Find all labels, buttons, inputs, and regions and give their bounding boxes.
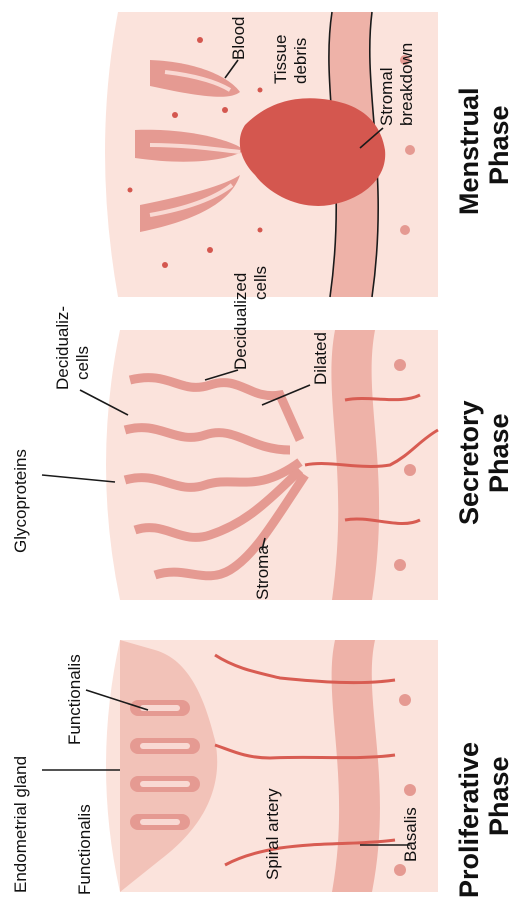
blood-dot xyxy=(222,107,228,113)
proliferative-panel: Functionalis Endometrial gland Functiona… xyxy=(11,640,514,898)
basalis-cell xyxy=(404,784,416,796)
blood-dot xyxy=(258,228,263,233)
label-functionalis-top: Functionalis xyxy=(65,654,84,745)
label-spiral-artery: Spiral artery xyxy=(263,788,282,880)
label-blood: Blood xyxy=(229,17,248,60)
label-basalis: Basalis xyxy=(401,807,420,862)
label-endometrial-gland: Endometrial gland xyxy=(11,756,30,893)
gland-lumen xyxy=(140,781,190,787)
gland-lumen xyxy=(140,819,180,825)
secretory-surface-bulge xyxy=(106,330,120,600)
gland-lumen xyxy=(140,743,190,749)
label-functionalis-bottom: Functionalis xyxy=(75,804,94,895)
label-decidualized: Decidualized xyxy=(231,273,250,370)
blood-dot xyxy=(258,88,263,93)
secretory-phase-title-line1: Secretory xyxy=(454,400,484,525)
blood-dot xyxy=(197,37,203,43)
label-decidualiz: Decidualiz- xyxy=(53,306,72,390)
basalis-cell xyxy=(400,225,410,235)
basalis-cell xyxy=(404,464,416,476)
label-tissue: Tissue xyxy=(271,35,290,84)
basalis-cell xyxy=(399,694,411,706)
secretory-panel: Decidualiz- cells Glycoproteins Decidual… xyxy=(11,266,514,600)
proliferative-surface-bulge xyxy=(106,640,120,892)
label-decidualiz-cells: cells xyxy=(73,346,92,380)
menstrual-surface-bulge xyxy=(105,12,118,297)
blood-dot xyxy=(207,247,213,253)
basalis-cell xyxy=(405,145,415,155)
label-decidualized-cells: cells xyxy=(251,266,270,300)
leader-glycoproteins xyxy=(42,475,115,482)
menstrual-panel: Blood Tissue debris Stromal breakdown Me… xyxy=(105,12,514,297)
blood-dot xyxy=(172,112,178,118)
basalis-cell xyxy=(394,359,406,371)
label-breakdown: breakdown xyxy=(397,43,416,126)
label-glycoproteins: Glycoproteins xyxy=(11,449,30,553)
secretory-phase-title-line2: Phase xyxy=(484,413,514,493)
menstrual-phase-title-line2: Phase xyxy=(484,105,514,185)
proliferative-phase-title-line1: Proliferative xyxy=(454,742,484,898)
blood-dot xyxy=(162,262,168,268)
basalis-cell xyxy=(394,864,406,876)
basalis-cell xyxy=(394,559,406,571)
label-stroma: Stroma xyxy=(253,545,272,600)
blood-dot xyxy=(128,188,133,193)
proliferative-phase-title-line2: Phase xyxy=(484,756,514,836)
menstrual-phase-title-line1: Menstrual xyxy=(454,87,484,215)
label-stromal: Stromal xyxy=(377,67,396,126)
label-debris: debris xyxy=(291,38,310,84)
label-dilated: Dilated xyxy=(311,332,330,385)
